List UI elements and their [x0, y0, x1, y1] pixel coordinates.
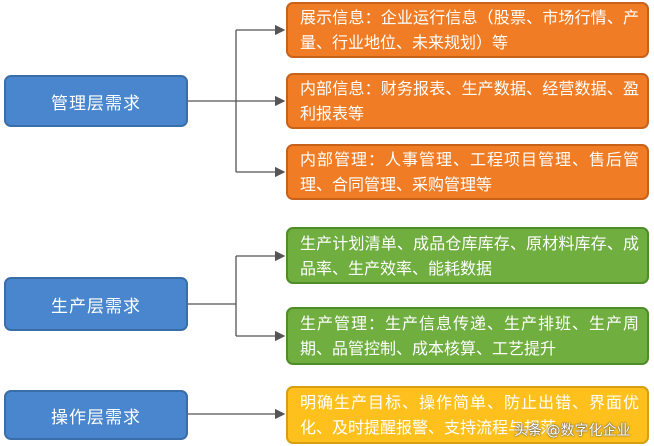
node-display-info-text: 展示信息：企业运行信息（股票、市场行情、产量、行业地位、未来规划）等 [300, 8, 639, 52]
node-internal-info-text: 内部信息：财务报表、生产数据、经营数据、盈利报表等 [300, 79, 639, 123]
node-production-label: 生产层需求 [51, 296, 141, 317]
node-production-data-text: 生产计划清单、成品仓库库存、原材料库存、成品率、生产效率、能耗数据 [300, 233, 639, 278]
node-production-management-text: 生产管理：生产信息传递、生产排班、生产周期、品管控制、成本核算、工艺提升 [300, 314, 639, 358]
node-internal-management: 内部管理：人事管理、工程项目管理、售后管理、合同管理、采购管理等 [286, 144, 649, 200]
node-management-needs: 管理层需求 [4, 75, 188, 127]
node-internal-management-text: 内部管理：人事管理、工程项目管理、售后管理、合同管理、采购管理等 [300, 150, 639, 194]
node-internal-info: 内部信息：财务报表、生产数据、经营数据、盈利报表等 [286, 73, 649, 129]
node-operation-needs: 操作层需求 [4, 390, 188, 440]
node-production-management: 生产管理：生产信息传递、生产排班、生产周期、品管控制、成本核算、工艺提升 [286, 307, 649, 365]
node-display-info: 展示信息：企业运行信息（股票、市场行情、产量、行业地位、未来规划）等 [286, 2, 649, 58]
node-management-label: 管理层需求 [51, 93, 141, 114]
node-operation-label: 操作层需求 [51, 407, 141, 428]
node-production-needs: 生产层需求 [4, 277, 188, 331]
node-production-data: 生产计划清单、成品仓库库存、原材料库存、成品率、生产效率、能耗数据 [286, 227, 649, 284]
node-operation-details-text: 明确生产目标、操作简单、防止出错、界面优化、及时提醒报警、支持流程与规范 [300, 393, 639, 437]
node-operation-details: 明确生产目标、操作简单、防止出错、界面优化、及时提醒报警、支持流程与规范 [286, 386, 649, 444]
watermark: 头条 @数字化企业 [514, 423, 631, 439]
